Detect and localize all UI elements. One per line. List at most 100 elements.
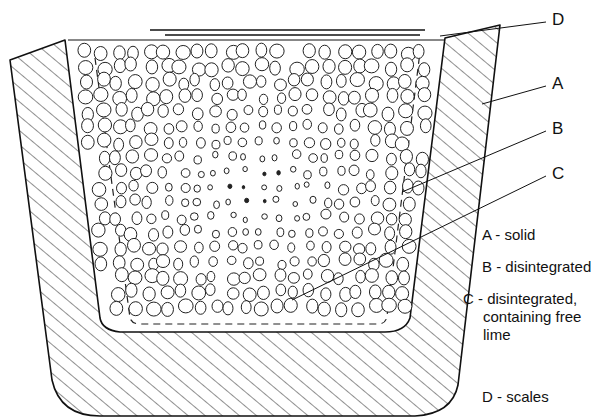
pebble <box>231 212 236 217</box>
pebble <box>162 154 171 163</box>
pebble <box>205 63 218 77</box>
pebble <box>175 151 184 161</box>
pebble <box>243 229 249 236</box>
pebble <box>278 260 286 269</box>
pebble <box>304 171 312 179</box>
pebble <box>78 90 93 104</box>
pebble <box>94 47 107 61</box>
pebble <box>352 45 365 59</box>
pebble <box>166 196 173 206</box>
pebble <box>320 167 327 176</box>
pebble <box>176 121 187 132</box>
pebble <box>334 199 343 209</box>
pebble <box>177 215 186 224</box>
pebble <box>130 136 142 149</box>
pebble <box>243 166 248 171</box>
pebble <box>164 138 173 149</box>
pebble <box>338 92 349 105</box>
pebble <box>99 166 112 180</box>
pebble <box>402 239 416 253</box>
pebble <box>365 269 378 283</box>
pebble <box>95 257 107 271</box>
pebble <box>243 288 256 302</box>
pebble <box>323 91 336 104</box>
pebble <box>259 106 268 116</box>
pebble <box>114 138 124 151</box>
pebble <box>175 241 187 253</box>
pebble <box>176 45 190 59</box>
pebble <box>129 180 138 191</box>
pebble <box>400 149 412 163</box>
pebble <box>143 242 156 255</box>
pebble <box>271 299 283 313</box>
pebble <box>420 119 431 133</box>
pebble <box>307 299 318 313</box>
pebble <box>115 242 126 256</box>
pebble <box>396 287 409 301</box>
pebble <box>210 106 222 117</box>
pebble <box>210 170 215 176</box>
pebble <box>227 109 237 120</box>
pebble <box>335 150 343 158</box>
pebble <box>245 198 249 202</box>
pebble <box>363 103 377 117</box>
pebble <box>288 286 297 298</box>
pebble <box>305 60 318 74</box>
pebble <box>244 258 254 269</box>
pebble <box>263 199 266 202</box>
pebble <box>241 301 251 314</box>
pebble <box>227 288 239 299</box>
pebble <box>192 89 203 102</box>
pebble <box>255 58 268 71</box>
pebble <box>263 172 266 176</box>
pebble <box>349 165 359 175</box>
pebble <box>240 123 249 132</box>
pebble <box>130 194 141 205</box>
pebble <box>224 136 231 144</box>
pebble <box>116 196 126 208</box>
pebble <box>289 230 296 237</box>
pebble <box>387 88 398 102</box>
pebble <box>212 300 223 312</box>
pebble <box>213 151 218 158</box>
pebble <box>110 213 121 225</box>
pebble <box>228 228 236 237</box>
pebble <box>318 123 327 133</box>
pebble <box>304 138 314 148</box>
pebble <box>350 197 360 207</box>
pebble <box>259 94 267 104</box>
pebble <box>289 88 301 101</box>
pebble <box>387 153 397 165</box>
pebble <box>272 123 282 133</box>
pebble <box>382 107 394 121</box>
pebble <box>78 61 92 75</box>
pebble <box>190 256 198 267</box>
pebble <box>416 164 426 178</box>
pebble <box>385 227 395 240</box>
pebble <box>212 140 220 149</box>
pebble <box>295 183 299 189</box>
scale-lines <box>68 30 444 40</box>
pebble <box>379 253 393 267</box>
pebble <box>340 241 351 252</box>
pebble <box>355 214 365 224</box>
pebble <box>397 257 409 271</box>
pebble <box>242 186 244 189</box>
pebble <box>195 242 204 253</box>
pebble <box>179 89 191 103</box>
pebble <box>270 240 279 249</box>
pebble <box>208 185 213 190</box>
pebble-texture <box>78 43 432 317</box>
pebble <box>148 229 158 242</box>
pebble <box>207 271 215 281</box>
pebble <box>398 74 411 88</box>
pebble <box>182 199 189 207</box>
pebble <box>398 299 412 313</box>
pebble <box>212 124 219 133</box>
pebble <box>352 303 365 317</box>
pebble <box>386 167 398 180</box>
pebble <box>260 156 265 162</box>
pebble <box>114 46 126 60</box>
pebble <box>239 272 250 283</box>
